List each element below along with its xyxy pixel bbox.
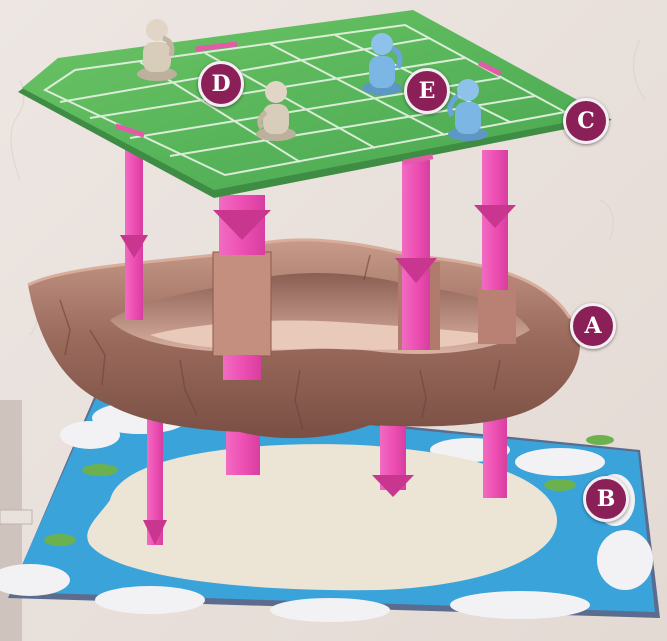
label-d: D (198, 61, 244, 107)
label-c: C (563, 98, 609, 144)
label-b: B (583, 476, 629, 522)
arrow-3-shaft (402, 160, 430, 350)
label-e: E (404, 68, 450, 114)
arrow-1-shaft (125, 145, 143, 320)
label-a: A (570, 303, 616, 349)
